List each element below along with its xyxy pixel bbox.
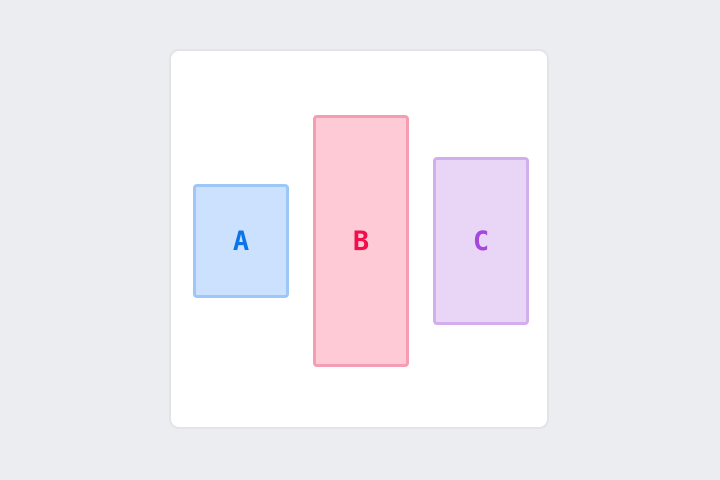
box-b: B — [313, 115, 409, 367]
box-b-label: B — [352, 225, 370, 257]
box-c-label: C — [472, 225, 490, 257]
diagram-card: A B C — [169, 49, 549, 429]
box-a-label: A — [232, 225, 250, 257]
box-c: C — [433, 157, 529, 325]
box-a: A — [193, 184, 289, 298]
